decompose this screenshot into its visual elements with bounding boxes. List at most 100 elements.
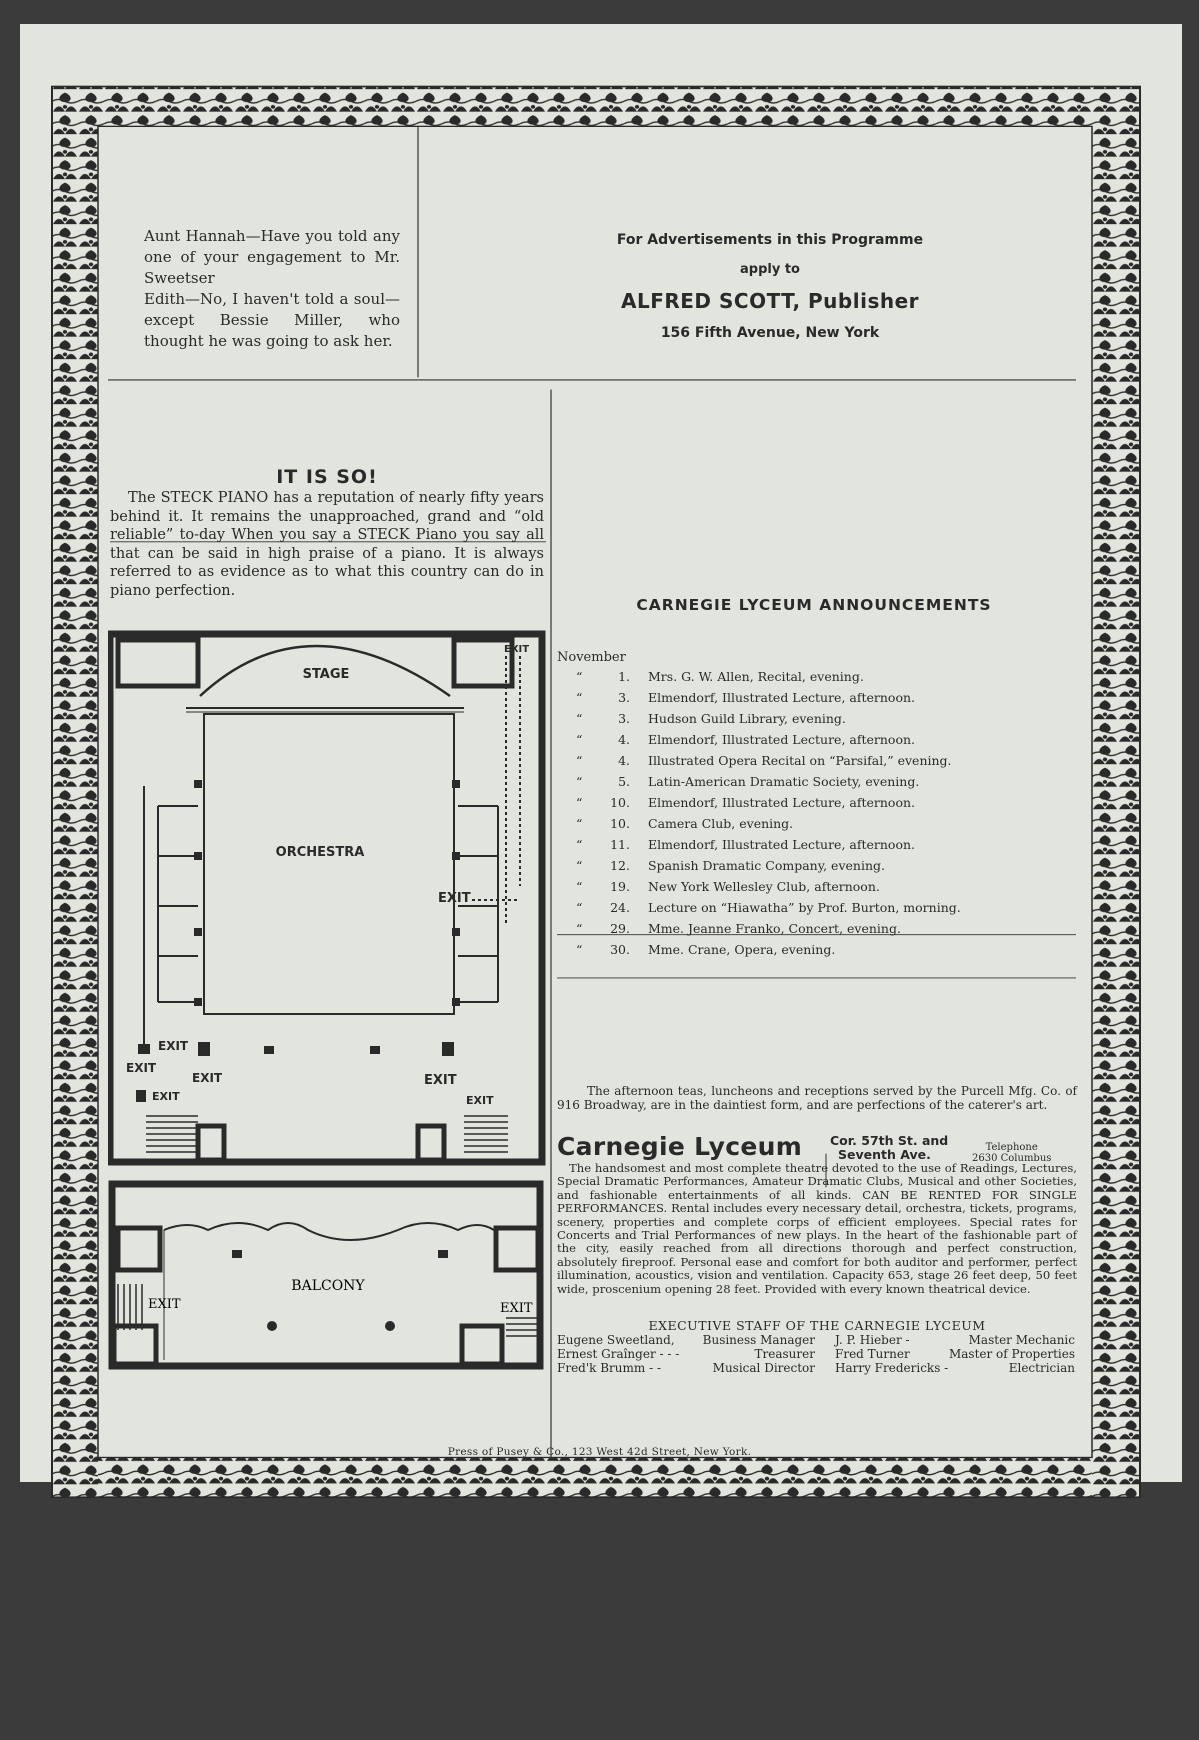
steck-title: IT IS SO!	[276, 466, 378, 488]
staff-role: Musical Director	[712, 1361, 815, 1375]
announcement-event: Spanish Dramatic Company, evening.	[648, 858, 885, 873]
announcement-item: “ 5. Latin-American Dramatic Society, even…	[560, 774, 1040, 795]
announcement-day: 24.	[610, 900, 630, 915]
announcement-item: “ 1. Mrs. G. W. Allen, Recital, evening.	[560, 669, 1040, 690]
announcement-day: 1.	[618, 669, 630, 684]
ditto-mark: “	[576, 879, 583, 894]
announcement-day: 12.	[610, 858, 630, 873]
exit-label-left-1: EXIT	[158, 1039, 189, 1053]
announcement-item: “19.New York Wellesley Club, afternoon.	[560, 879, 1040, 900]
ad-line-2: apply to	[740, 262, 800, 277]
staff-row: J. P. Hieber - Master Mechanic	[835, 1333, 1075, 1347]
announcement-day: 3.	[618, 711, 630, 726]
announcement-day: 5.	[618, 774, 630, 789]
staff-row: Fred Turner Master of Properties	[835, 1347, 1075, 1361]
exit-label-top: EXIT	[504, 644, 529, 655]
lyceum-address: Cor. 57th St. and Seventh Ave.	[830, 1134, 948, 1162]
lyceum-address-line-2: Seventh Ave.	[838, 1147, 931, 1162]
printer-footer: Press of Pusey & Co., 123 West 42d Stree…	[447, 1446, 752, 1458]
announcement-event: Hudson Guild Library, evening.	[648, 711, 846, 726]
announcement-item: “ 3. Elmendorf, Illustrated Lecture, after…	[560, 690, 1040, 711]
ditto-mark: “	[576, 732, 583, 747]
ad-address: 156 Fifth Avenue, New York	[660, 325, 880, 341]
announcement-event: Illustrated Opera Recital on “Parsifal,”…	[648, 753, 952, 768]
announcement-item: “ 10. Camera Club, evening.	[560, 816, 1040, 837]
exit-label-right-2: EXIT	[424, 1073, 457, 1088]
announcement-event: Elmendorf, Illustrated Lecture, afternoo…	[648, 837, 915, 852]
announcement-event: Lecture on “Hiawatha” by Prof. Burton, m…	[648, 900, 961, 915]
border-frame	[0, 0, 1199, 1499]
ditto-mark: “	[576, 837, 583, 852]
announcement-event: New York Wellesley Club, afternoon.	[648, 879, 880, 894]
ditto-mark: “	[576, 690, 583, 705]
staff-role: Electrician	[1008, 1361, 1075, 1375]
ditto-mark: “	[576, 711, 583, 726]
staff-row: Harry Fredericks - Electrician	[835, 1361, 1075, 1375]
announcement-day: 10.	[610, 795, 630, 810]
announcement-day: 30.	[610, 942, 630, 957]
announcements-list: “ 1. Mrs. G. W. Allen, Recital, evening. “ 3…	[560, 669, 1040, 963]
joke-line-2: Edith—No, I haven't told a soul—except B…	[144, 290, 400, 350]
announcement-item: “ 30. Mme. Crane, Opera, evening.	[560, 942, 1040, 963]
ditto-mark: “	[576, 942, 583, 957]
announcement-day: 4.	[618, 753, 630, 768]
announcement-item: “10.Elmendorf, Illustrated Lecture, afte…	[560, 795, 1040, 816]
announcement-event: Camera Club, evening.	[648, 816, 794, 831]
announcement-day: 29.	[610, 921, 630, 936]
announcement-event: Latin-American Dramatic Society, evening…	[648, 774, 920, 789]
staff-role: Treasurer	[754, 1347, 815, 1361]
caterer-note: The afternoon teas, luncheons and recept…	[557, 1084, 1077, 1112]
staff-row: Ernest Graînger - - -Treasurer	[557, 1347, 815, 1361]
announcement-item: “ 4. Illustrated Opera Recital on “Parsifa…	[560, 753, 1040, 774]
ditto-mark: “	[576, 669, 583, 684]
staff-role: Master Mechanic	[968, 1333, 1075, 1347]
ditto-mark: “	[576, 921, 583, 936]
stage-label: STAGE	[303, 667, 350, 682]
exit-label-left-4: EXIT	[152, 1090, 180, 1103]
staff-role: Master of Properties	[948, 1347, 1075, 1361]
announcement-event: Elmendorf, Illustrated Lecture, afternoo…	[648, 732, 915, 747]
staff-name: Harry Fredericks -	[835, 1361, 949, 1375]
staff-row: Eugene Sweetland, Business Manager	[557, 1333, 815, 1347]
ditto-mark: “	[576, 858, 583, 873]
announcement-item: “ 12. Spanish Dramatic Company, evening.	[560, 858, 1040, 879]
announcement-day: 10.	[610, 816, 630, 831]
ditto-mark: “	[576, 816, 583, 831]
ditto-mark: “	[576, 774, 583, 789]
lyceum-telephone-line-1: Telephone	[985, 1142, 1038, 1153]
lyceum-description: The handsomest and most complete theatre…	[557, 1161, 1077, 1296]
announcement-event: Elmendorf, Illustrated Lecture, afternoo…	[648, 690, 915, 705]
ditto-mark: “	[576, 753, 583, 768]
staff-name: Eugene Sweetland,	[557, 1333, 675, 1347]
exit-label-left-2: EXIT	[126, 1061, 157, 1075]
lyceum-telephone-line-2: 2630 Columbus	[972, 1153, 1052, 1164]
announcement-event: Elmendorf, Illustrated Lecture, afternoo…	[648, 795, 915, 810]
announcement-day: 3.	[618, 690, 630, 705]
announcement-event: Mrs. G. W. Allen, Recital, evening.	[648, 669, 864, 684]
staff-name: J. P. Hieber -	[835, 1333, 910, 1347]
announcements-title: CARNEGIE LYCEUM ANNOUNCEMENTS	[636, 596, 992, 614]
staff-name: Fred Turner	[835, 1347, 910, 1361]
exit-label-balcony-right: EXIT	[500, 1301, 533, 1316]
announcement-item: “4.Elmendorf, Illustrated Lecture, after…	[560, 732, 1040, 753]
orchestra-outline	[108, 630, 546, 1166]
staff-title: EXECUTIVE STAFF OF THE CARNEGIE LYCEUM	[648, 1318, 986, 1333]
lyceum-name: Carnegie Lyceum	[557, 1132, 803, 1161]
announcement-event: Mme. Crane, Opera, evening.	[648, 942, 836, 957]
balcony-plan: BALCONY EXIT EXIT	[108, 1180, 544, 1370]
steck-body: The STECK PIANO has a reputation of near…	[110, 490, 544, 599]
exit-label-right: EXIT	[438, 891, 471, 906]
ad-publisher: ALFRED SCOTT, Publisher	[620, 289, 920, 313]
lyceum-telephone: Telephone 2630 Columbus	[972, 1142, 1051, 1164]
ditto-mark: “	[576, 900, 583, 915]
staff-name: Fred'k Brumm - -	[557, 1361, 662, 1375]
orchestra-label: ORCHESTRA	[276, 845, 365, 860]
staff-role: Business Manager	[702, 1333, 815, 1347]
announcement-item: “11.Elmendorf, Illustrated Lecture, afte…	[560, 837, 1040, 858]
announcement-event: Mme. Jeanne Franko, Concert, evening.	[648, 921, 901, 936]
lyceum-address-line-1: Cor. 57th St. and	[830, 1133, 949, 1148]
exit-label-balcony-left: EXIT	[148, 1297, 181, 1312]
joke-line-1: Aunt Hannah—Have you told any one of you…	[144, 227, 400, 287]
